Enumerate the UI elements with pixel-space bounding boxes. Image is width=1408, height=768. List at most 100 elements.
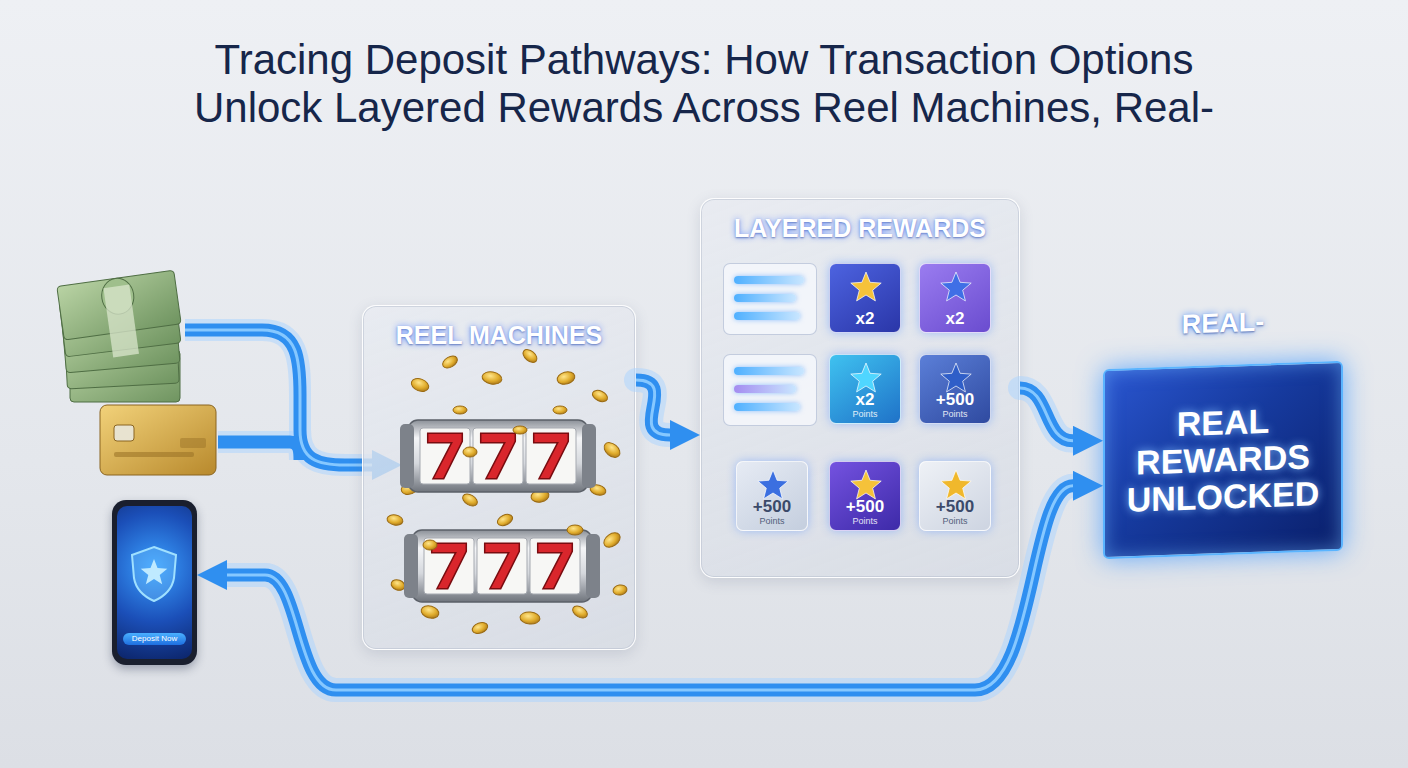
tile-text: +500Points [737,497,807,526]
phone-device: Deposit Now [112,500,197,665]
reel-end-cap [400,424,414,488]
gold-coin [463,447,477,457]
bill [65,331,180,389]
flow-glow [218,442,300,460]
reward-value: x2 [920,309,990,328]
gold-coin [441,354,460,371]
reel-window [526,428,576,484]
connector-arrow [227,486,1073,690]
coin-group [386,347,628,635]
credit-card [100,405,216,475]
gold-coin [481,370,503,385]
gold-coin [521,347,540,365]
cash-stack [57,270,181,402]
bill-portrait [99,276,136,316]
diagram-title: Tracing Deposit Pathways: How Transactio… [0,36,1408,132]
result-box: REAL-REAL REWARDS UNLOCKED [1103,361,1343,559]
seven-symbol [428,433,463,478]
connector-highlight [636,380,670,435]
reward-unit: Points [920,409,990,419]
star-icon [846,268,886,306]
reel-end-cap [404,534,418,598]
bill [70,350,180,402]
bill-band [103,285,138,358]
star-icon [936,268,976,306]
tile-text: +500Points [830,497,900,526]
gold-coin [471,621,489,636]
gold-coin [601,530,623,550]
star-shape [941,470,971,499]
reward-tile: x2 [919,263,991,333]
deposit-button: Deposit Now [123,633,186,645]
shield-star-icon [127,544,181,604]
reward-value: +500 [830,497,900,516]
reward-unit: Points [737,516,807,526]
gold-coin [513,426,527,434]
progress-bar [734,385,796,393]
seven-symbol [538,543,573,588]
connector-glow [227,486,1073,690]
bill [62,311,180,373]
connector-highlight [1020,388,1073,441]
card-chip [114,425,134,441]
star-shape [851,363,881,392]
star-shape [758,470,788,499]
gold-coin [386,514,403,527]
reward-tile: +500Points [919,461,991,531]
star-shape [851,470,881,499]
reel-group [400,420,600,602]
gold-coin [390,578,407,592]
reward-unit: Points [920,516,990,526]
progress-bar [734,294,796,302]
result-text: REAL REWARDS UNLOCKED [1115,401,1331,520]
gold-coin [571,604,590,621]
reel-cylinder [408,420,588,492]
reward-value: +500 [737,497,807,516]
reel-window [473,428,523,484]
connector-glow [636,380,670,435]
bill [57,270,181,340]
slot-reel [404,530,600,602]
reward-value: +500 [920,390,990,409]
gold-coin [530,489,550,504]
reel-window [424,538,474,594]
gold-coin [423,540,437,550]
gold-coin [461,492,480,509]
gold-coin [553,406,567,414]
gold-coin [520,611,541,625]
tile-text: +500Points [920,390,990,419]
reel-window [477,538,527,594]
progress-bar [734,367,804,375]
card-number-bar [114,452,194,457]
connector-glow [1020,388,1073,441]
gold-coin [496,512,515,528]
star-shape [141,559,168,584]
seven-symbol [485,543,520,588]
reel-end-cap [582,424,596,488]
gold-coin [409,376,430,393]
tile-text: x2Points [830,390,900,419]
group-panel: LAYERED REWARDSx2x2x2Points+500Points+50… [700,198,1020,578]
progress-bar [734,312,800,320]
reward-tile: +500Points [829,461,901,531]
progress-bar [734,403,800,411]
gold-coin [556,370,576,386]
gold-coin [591,388,610,404]
flow-highlight [185,330,372,465]
panel-heading: LAYERED REWARDS [701,213,1019,243]
gold-coin [567,525,583,535]
connector-arrow [1020,388,1073,441]
reel-window [420,428,470,484]
card-body [100,405,216,475]
deposit-flow-line [218,442,300,460]
seven-symbol [534,433,569,478]
reward-value: x2 [830,309,900,328]
reward-tile: x2 [829,263,901,333]
seven-symbol [432,543,467,588]
progress-bar [734,276,804,284]
gold-coin [420,604,440,620]
reel-window [530,538,580,594]
reward-tile: +500Points [919,354,991,424]
star-shape [851,272,881,301]
slot-reel [400,420,596,492]
